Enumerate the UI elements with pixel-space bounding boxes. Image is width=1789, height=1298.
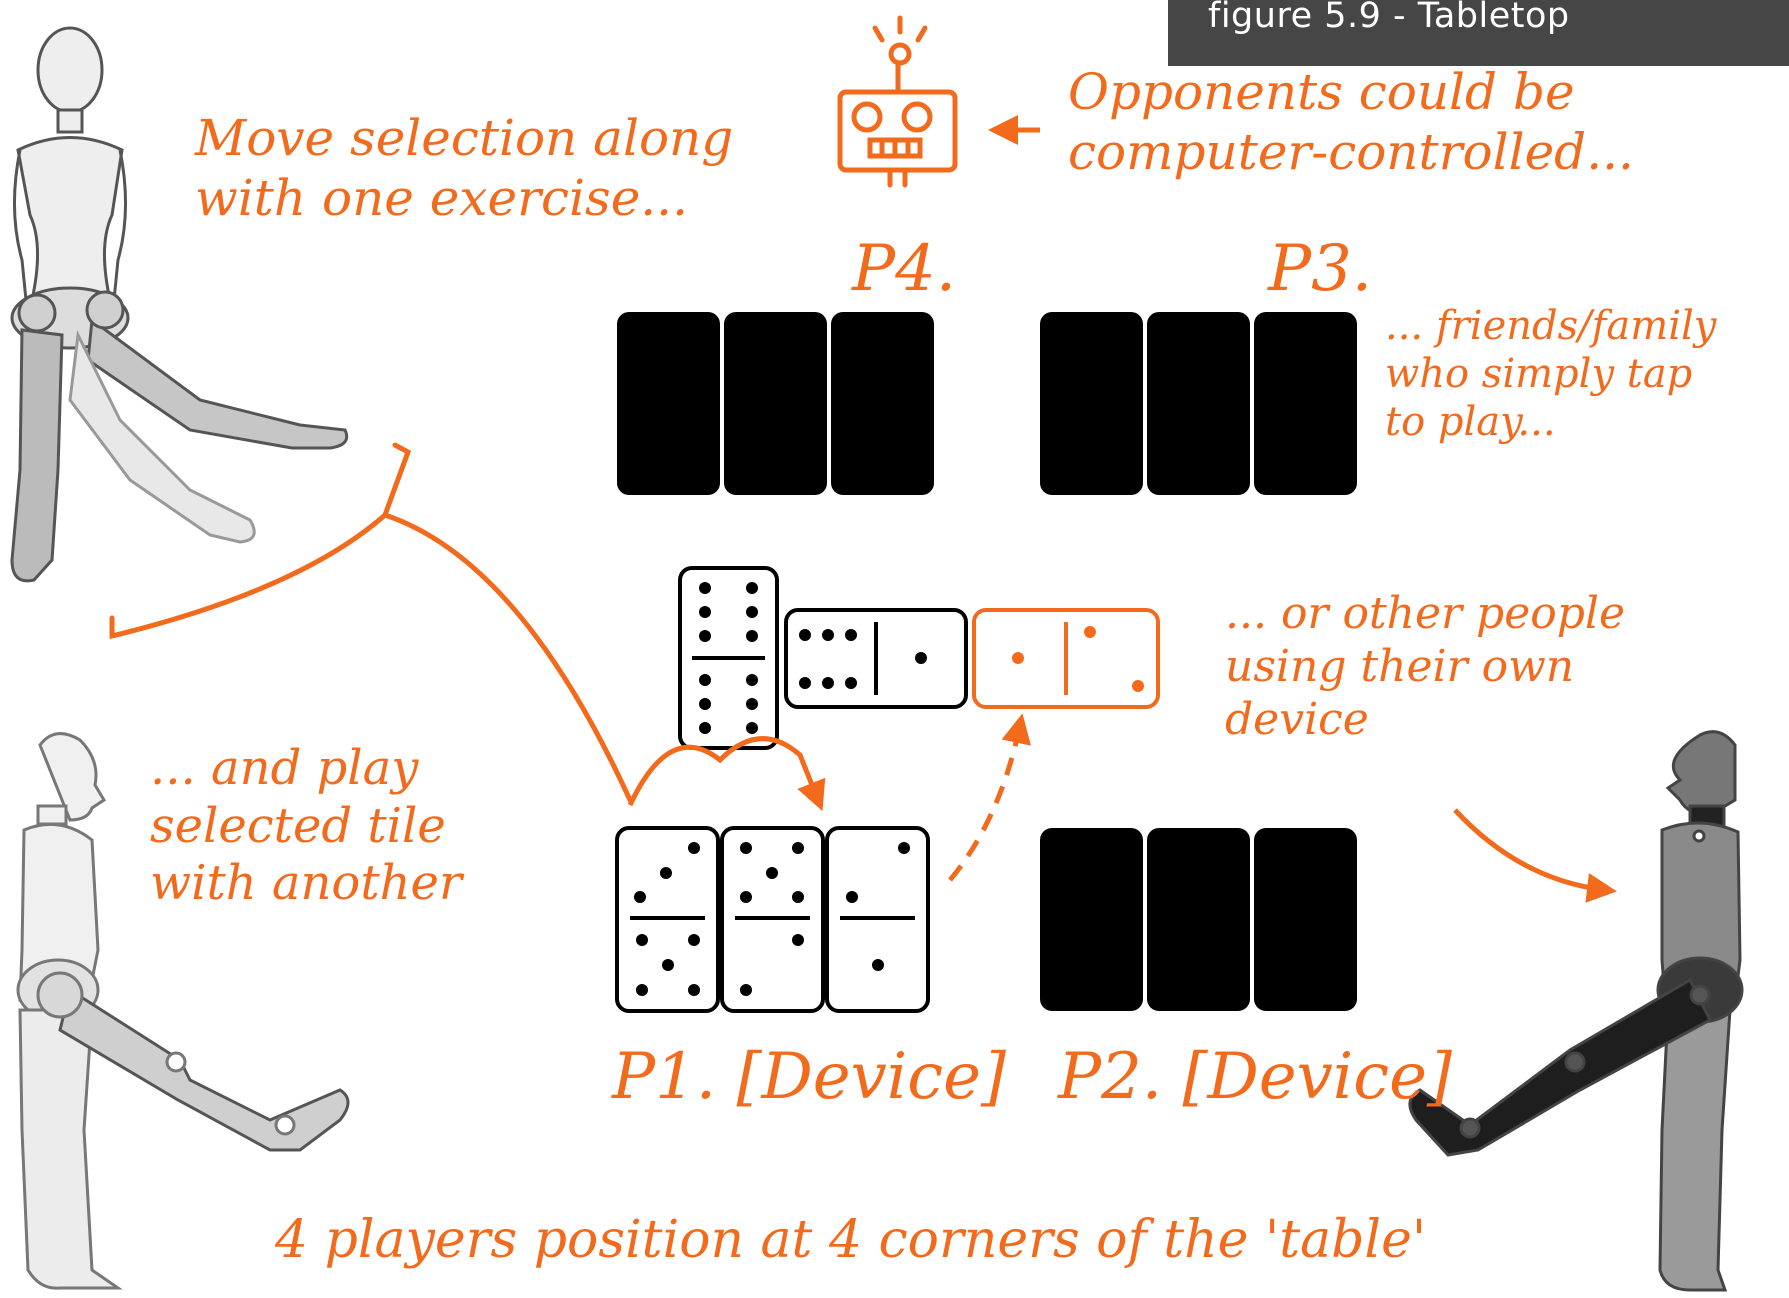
p3-tiles — [1040, 312, 1357, 495]
played-tile-double-six — [678, 566, 779, 750]
p1-tile-2 — [720, 826, 825, 1013]
bracket-move — [109, 442, 412, 640]
player-label-p1: P1. [Device] — [612, 1040, 1006, 1114]
figure-right-leg-raise — [1408, 730, 1744, 1292]
note-line: who simply tap — [1385, 351, 1693, 397]
player-label-p3: P3. — [1268, 232, 1373, 306]
note-line: ... or other people — [1225, 588, 1625, 639]
note-line: selected tile — [150, 797, 446, 854]
caption-bar: figure 5.9 - Tabletop — [1168, 0, 1789, 66]
p1-tile-1 — [615, 826, 720, 1013]
figure-left-kick — [10, 26, 349, 583]
arrow-to-right-figure — [1453, 808, 1617, 903]
note-line: Move selection along — [195, 109, 734, 167]
figure-caption: figure 5.9 - Tabletop — [1208, 0, 1570, 36]
figure-left-leg-raise — [16, 732, 350, 1290]
note-line: using their own — [1225, 640, 1575, 692]
arrow-selection-hops — [627, 736, 826, 812]
note-line: ... and play — [150, 740, 419, 796]
player-label-p2: P2. [Device] — [1058, 1040, 1452, 1114]
p1-tile-3-selected — [825, 826, 930, 1013]
note-other-people: ... or other people using their own devi… — [1225, 588, 1625, 746]
note-friends: ... friends/family who simply tap to pla… — [1385, 302, 1716, 446]
note-line: ... friends/family — [1385, 303, 1717, 349]
note-move-selection: Move selection along with one exercise..… — [195, 108, 733, 228]
note-line: computer-controlled... — [1068, 123, 1634, 181]
note-line: device — [1225, 693, 1369, 745]
note-play-tile: ... and play selected tile with another — [150, 740, 462, 913]
p4-tiles — [617, 312, 934, 495]
arrow-play-tile — [948, 713, 1031, 882]
note-line: with another — [150, 855, 462, 912]
arrow-selection-curve — [382, 512, 633, 803]
note-bottom: 4 players position at 4 corners of the '… — [275, 1210, 1427, 1270]
note-line: with one exercise... — [195, 169, 688, 227]
note-line: Opponents could be — [1068, 63, 1575, 121]
target-slot-tile — [972, 608, 1160, 709]
played-tile-six-one — [784, 608, 968, 709]
p2-tiles — [1040, 828, 1357, 1011]
note-line: to play... — [1385, 399, 1556, 445]
robot-icon — [837, 15, 958, 188]
player-label-p4: P4. — [852, 232, 957, 306]
note-opponents: Opponents could be computer-controlled..… — [1068, 62, 1634, 182]
